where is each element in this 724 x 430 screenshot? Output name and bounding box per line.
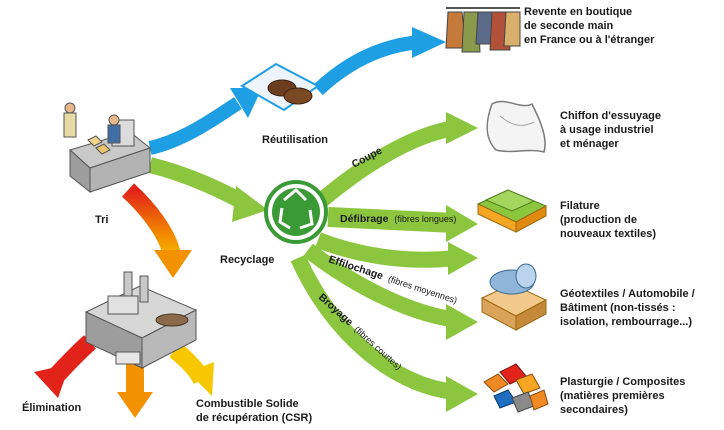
- arrow-tri-to-reutilisation: [148, 97, 242, 155]
- node-label-elimination: Élimination: [22, 402, 82, 414]
- arrow-tri-to-recyclage: [148, 157, 249, 211]
- shoes-box-icon: [240, 62, 320, 112]
- recycling-branches: [290, 112, 478, 412]
- clothes-rack-icon: [445, 7, 521, 53]
- node-label-csr: Combustible Solide de récupération (CSR): [196, 398, 313, 424]
- fabric-stack-icon: [476, 189, 548, 233]
- sorting-station-icon: [63, 102, 152, 194]
- arrow-reutilisation-to-revente-head: [412, 27, 446, 58]
- insulation-roll-icon: [480, 263, 548, 331]
- outcome-plasturgie: Plasturgie / Composites (matières premiè…: [560, 376, 686, 416]
- svg-text:Défibrage (fibres longue: Défibrage (fibres longues): [340, 213, 456, 225]
- outcome-filature: Filature (production de nouveaux textile…: [560, 200, 656, 240]
- process-defibrage: Défibrage: [340, 213, 389, 225]
- plant-output-arrows: [34, 335, 214, 418]
- node-label-tri: Tri: [95, 214, 109, 226]
- arrow-reutilisation-to-revente: [313, 35, 421, 96]
- recycle-symbol-icon: [264, 180, 328, 244]
- process-defibrage-note: (fibres longues): [394, 214, 456, 224]
- node-label-reutilisation: Réutilisation: [262, 134, 329, 146]
- incineration-plant-icon: [84, 271, 198, 369]
- arrow-tri-to-reutilisation-head: [230, 88, 262, 118]
- arrow-tri-to-plant: [121, 183, 181, 258]
- outcome-geotextiles: Géotextiles / Automobile / Bâtiment (non…: [560, 288, 695, 328]
- outcome-revente: Revente en boutique de seconde main en F…: [524, 6, 655, 46]
- node-label-recyclage: Recyclage: [220, 254, 275, 266]
- arrow-tri-to-recyclage-head: [232, 186, 268, 222]
- outcome-chiffon: Chiffon d'essuyage à usage industriel et…: [560, 110, 662, 150]
- plastic-pieces-icon: [483, 363, 549, 413]
- cloth-rag-icon: [486, 100, 546, 153]
- arrow-tri-to-plant-head: [154, 250, 192, 278]
